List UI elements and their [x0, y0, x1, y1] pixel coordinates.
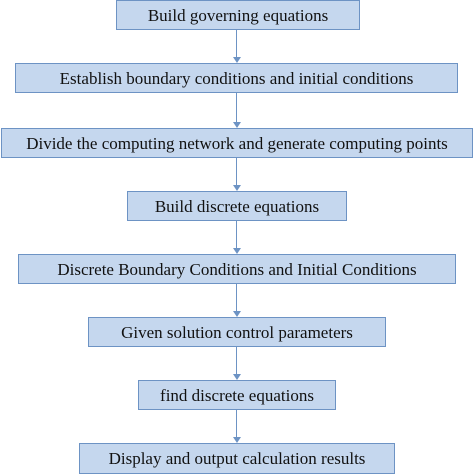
step-solution-control-parameters: Given solution control parameters	[88, 317, 386, 347]
arrow-down-icon	[233, 311, 241, 317]
arrow-down-icon	[233, 122, 241, 128]
step-discrete-boundary-initial-conditions: Discrete Boundary Conditions and Initial…	[18, 254, 456, 284]
connector-line	[236, 347, 237, 374]
step-label: Establish boundary conditions and initia…	[59, 68, 414, 88]
step-build-discrete-equations: Build discrete equations	[127, 191, 347, 221]
arrow-down-icon	[233, 185, 241, 191]
arrow-down-icon	[233, 248, 241, 254]
step-find-discrete-equations: find discrete equations	[138, 380, 336, 410]
connector-line	[236, 284, 237, 311]
connector-line	[236, 410, 237, 437]
arrow-down-icon	[233, 374, 241, 380]
connector-line	[236, 93, 237, 122]
step-label: Given solution control parameters	[121, 322, 353, 342]
connector-line	[236, 158, 237, 185]
step-display-output-results: Display and output calculation results	[79, 443, 395, 474]
step-establish-boundary-initial-conditions: Establish boundary conditions and initia…	[15, 63, 458, 93]
step-build-governing-equations: Build governing equations	[116, 0, 360, 30]
step-label: Build discrete equations	[154, 196, 320, 216]
step-label: find discrete equations	[160, 385, 314, 405]
step-label: Build governing equations	[147, 5, 329, 25]
step-label: Display and output calculation results	[108, 449, 366, 468]
step-label: Discrete Boundary Conditions and Initial…	[57, 259, 417, 279]
step-divide-computing-network: Divide the computing network and generat…	[1, 128, 473, 158]
arrow-down-icon	[233, 437, 241, 443]
arrow-down-icon	[233, 57, 241, 63]
step-label: Divide the computing network and generat…	[26, 133, 448, 153]
connector-line	[236, 221, 237, 248]
connector-line	[236, 30, 237, 57]
